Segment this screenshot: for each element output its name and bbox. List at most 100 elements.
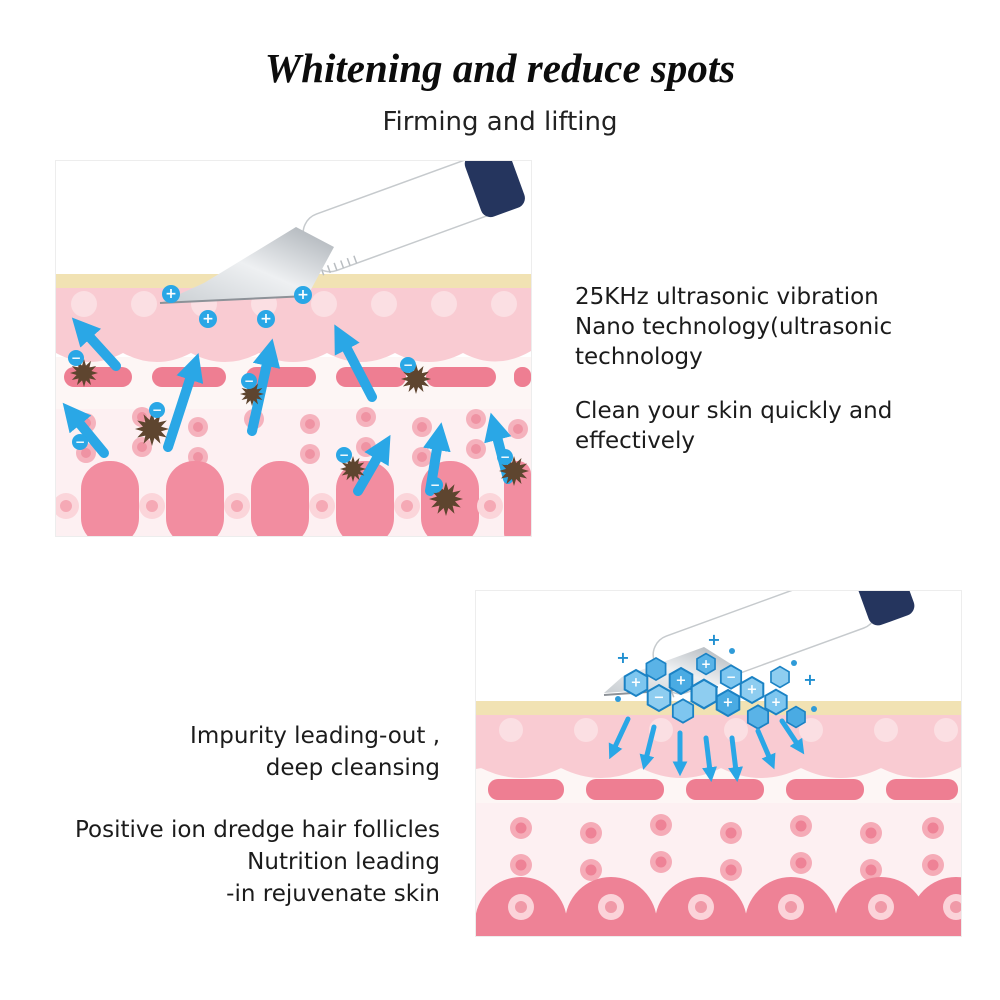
ion-hexagon-icon: − xyxy=(646,684,672,712)
svg-text:+: + xyxy=(747,683,758,698)
plus-sign-icon: + xyxy=(616,648,629,667)
ion-hexagon-icon: + xyxy=(696,652,716,676)
minus-ion-icon: − xyxy=(427,477,443,493)
lower-dermis-wave xyxy=(476,877,961,936)
device-cap xyxy=(464,161,525,218)
svg-text:+: + xyxy=(631,676,642,691)
arrow-down-icon xyxy=(639,724,657,770)
svg-text:+: + xyxy=(165,286,177,302)
minus-ion-icon: − xyxy=(149,402,165,418)
ion-leadin-illustration: + − + + + xyxy=(475,590,962,937)
feature-line: effectively xyxy=(575,428,695,454)
leadin-arrows xyxy=(608,716,805,783)
plus-ion-icon: + xyxy=(162,285,180,303)
ion-hexagon-icon: + xyxy=(668,667,694,695)
skin-pores xyxy=(499,718,958,742)
page-subtitle: Firming and lifting xyxy=(382,107,618,137)
negative-ions: − − − − − − − xyxy=(68,350,513,493)
ion-hexagon-icon xyxy=(645,657,667,681)
clean-feature-text: Clean your skin quickly and effectively xyxy=(575,396,935,456)
extraction-arrows xyxy=(62,317,513,496)
arrow-down-icon xyxy=(702,735,717,783)
benefit-text-block: Impurity leading-out , deep cleansing Po… xyxy=(40,720,440,910)
minus-ion-icon: − xyxy=(336,447,352,463)
impurity-benefit-text: Impurity leading-out , deep cleansing xyxy=(40,720,440,784)
capillary-bars xyxy=(488,779,958,800)
minus-ion-icon: − xyxy=(241,373,257,389)
arrow-up-icon xyxy=(334,324,377,402)
benefit-line: Impurity leading-out , xyxy=(190,723,440,749)
ion-leadin-diagram: + − + + + xyxy=(476,591,961,936)
plus-ion-icon: + xyxy=(294,286,312,304)
device-cap xyxy=(852,591,915,626)
svg-text:−: − xyxy=(726,670,736,684)
svg-text:−: − xyxy=(430,478,440,492)
nutrient-ion-cluster: + − + + + xyxy=(615,630,817,730)
plus-sign-icon: + xyxy=(707,630,720,649)
svg-text:+: + xyxy=(723,696,734,711)
arrow-up-icon xyxy=(62,402,109,458)
feature-line: 25KHz ultrasonic vibration xyxy=(575,284,879,310)
benefit-line: Positive ion dredge hair follicles xyxy=(74,817,440,843)
epidermis-layer xyxy=(56,288,531,362)
positive-ion-benefit-text: Positive ion dredge hair follicles Nutri… xyxy=(40,814,440,910)
skin-cross-section xyxy=(476,701,961,936)
svg-text:+: + xyxy=(202,311,214,327)
ion-hexagon-icon xyxy=(671,698,695,724)
arrow-down-icon xyxy=(755,728,776,770)
arrow-down-icon xyxy=(779,718,805,755)
plus-ion-icon: + xyxy=(257,310,275,328)
ion-hexagon-icon xyxy=(786,705,806,729)
floating-plus-signs: + + + xyxy=(616,630,816,689)
arrow-down-icon xyxy=(728,735,743,783)
feature-line: Nano technology(ultrasonic xyxy=(575,314,893,340)
feature-line: Clean your skin quickly and xyxy=(575,398,893,424)
spatula-edge xyxy=(159,295,309,304)
ultrasonic-cleansing-illustration: − − − − − − − xyxy=(55,160,532,537)
ion-hexagon-icon xyxy=(690,678,718,710)
arrow-down-icon xyxy=(608,716,631,760)
feature-line: technology xyxy=(575,344,703,370)
svg-text:+: + xyxy=(676,674,687,689)
ion-dots xyxy=(615,648,817,712)
feature-text-block: 25KHz ultrasonic vibration Nano technolo… xyxy=(575,282,935,456)
plus-sign-icon: + xyxy=(803,670,816,689)
svg-text:−: − xyxy=(152,403,162,417)
benefit-line: -in rejuvenate skin xyxy=(226,881,440,907)
dermal-papillae xyxy=(81,461,531,536)
arrow-up-icon xyxy=(71,317,121,371)
svg-text:+: + xyxy=(260,311,272,327)
positive-ions: + + + + xyxy=(162,285,312,328)
ultrasonic-diagram: − − − − − − − xyxy=(56,161,531,536)
svg-text:−: − xyxy=(500,450,510,464)
skin-cross-section xyxy=(56,274,531,536)
ion-hexagon-icon xyxy=(770,665,790,689)
papillae-cells xyxy=(56,493,503,519)
device-metal-spatula xyxy=(160,227,334,303)
benefit-line: Nutrition leading xyxy=(247,849,440,875)
svg-text:+: + xyxy=(771,695,781,709)
svg-text:−: − xyxy=(71,351,81,365)
svg-text:−: − xyxy=(75,435,85,449)
minus-ion-icon: − xyxy=(72,434,88,450)
svg-text:+: + xyxy=(297,287,309,303)
svg-text:−: − xyxy=(244,374,254,388)
minus-ion-icon: − xyxy=(497,449,513,465)
arrow-up-icon xyxy=(163,353,204,452)
ion-hexagon-icon: + xyxy=(739,676,765,704)
svg-text:+: + xyxy=(701,657,711,671)
ultrasonic-feature-text: 25KHz ultrasonic vibration Nano technolo… xyxy=(575,282,935,372)
plus-ion-icon: + xyxy=(199,310,217,328)
dermis-cells xyxy=(510,814,944,881)
ion-hexagon-icon: + xyxy=(623,669,649,697)
skin-scrubber-device xyxy=(159,161,525,304)
ion-hexagon-icon: + xyxy=(715,689,741,717)
minus-ion-icon: − xyxy=(68,350,84,366)
svg-text:−: − xyxy=(403,358,413,372)
ion-hexagon-icon: + xyxy=(764,688,788,716)
page-title: Whitening and reduce spots xyxy=(264,45,736,91)
benefit-line: deep cleansing xyxy=(265,755,440,781)
svg-text:−: − xyxy=(339,448,349,462)
minus-ion-icon: − xyxy=(400,357,416,373)
